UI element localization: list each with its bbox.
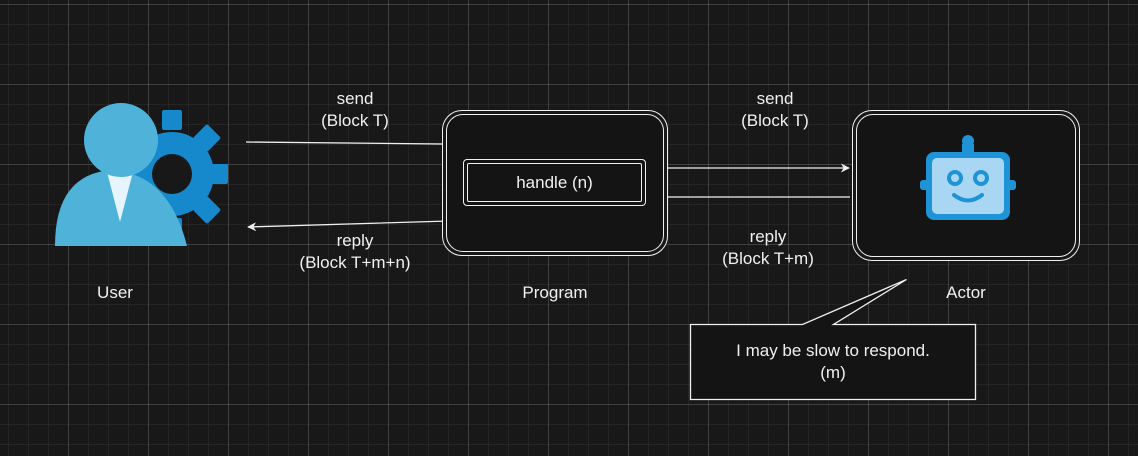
edge-label-line2: (Block T)	[321, 111, 389, 130]
edge-label-line1: reply	[749, 227, 787, 246]
user-label: User	[97, 283, 133, 302]
edge-label-actor-to-program: reply (Block T+m)	[693, 226, 843, 270]
edge-label-line2: (Block T+m)	[722, 249, 814, 268]
edge-label-line1: send	[336, 89, 374, 108]
edge-label-program-to-actor: send (Block T)	[700, 88, 850, 132]
callout-text-line1: I may be slow to respond.	[736, 341, 930, 360]
program-label: Program	[522, 283, 588, 302]
robot-icon	[920, 135, 1016, 220]
edge-label-line2: (Block T)	[741, 111, 809, 130]
edge-label-program-to-user: reply (Block T+m+n)	[275, 230, 435, 274]
callout-text-line2: (m)	[820, 363, 846, 382]
edge-label-line1: send	[756, 89, 794, 108]
edge-label-user-to-program: send (Block T)	[280, 88, 430, 132]
callout-bubble	[689, 278, 977, 401]
handle-node: handle (n)	[463, 159, 646, 206]
edge-label-line2: (Block T+m+n)	[299, 253, 411, 272]
user-gear-icon	[55, 103, 228, 246]
handle-label: handle (n)	[467, 163, 642, 202]
callout-text: I may be slow to respond. (m)	[692, 340, 974, 384]
edge-label-line1: reply	[336, 231, 374, 250]
actor-label: Actor	[946, 283, 986, 302]
